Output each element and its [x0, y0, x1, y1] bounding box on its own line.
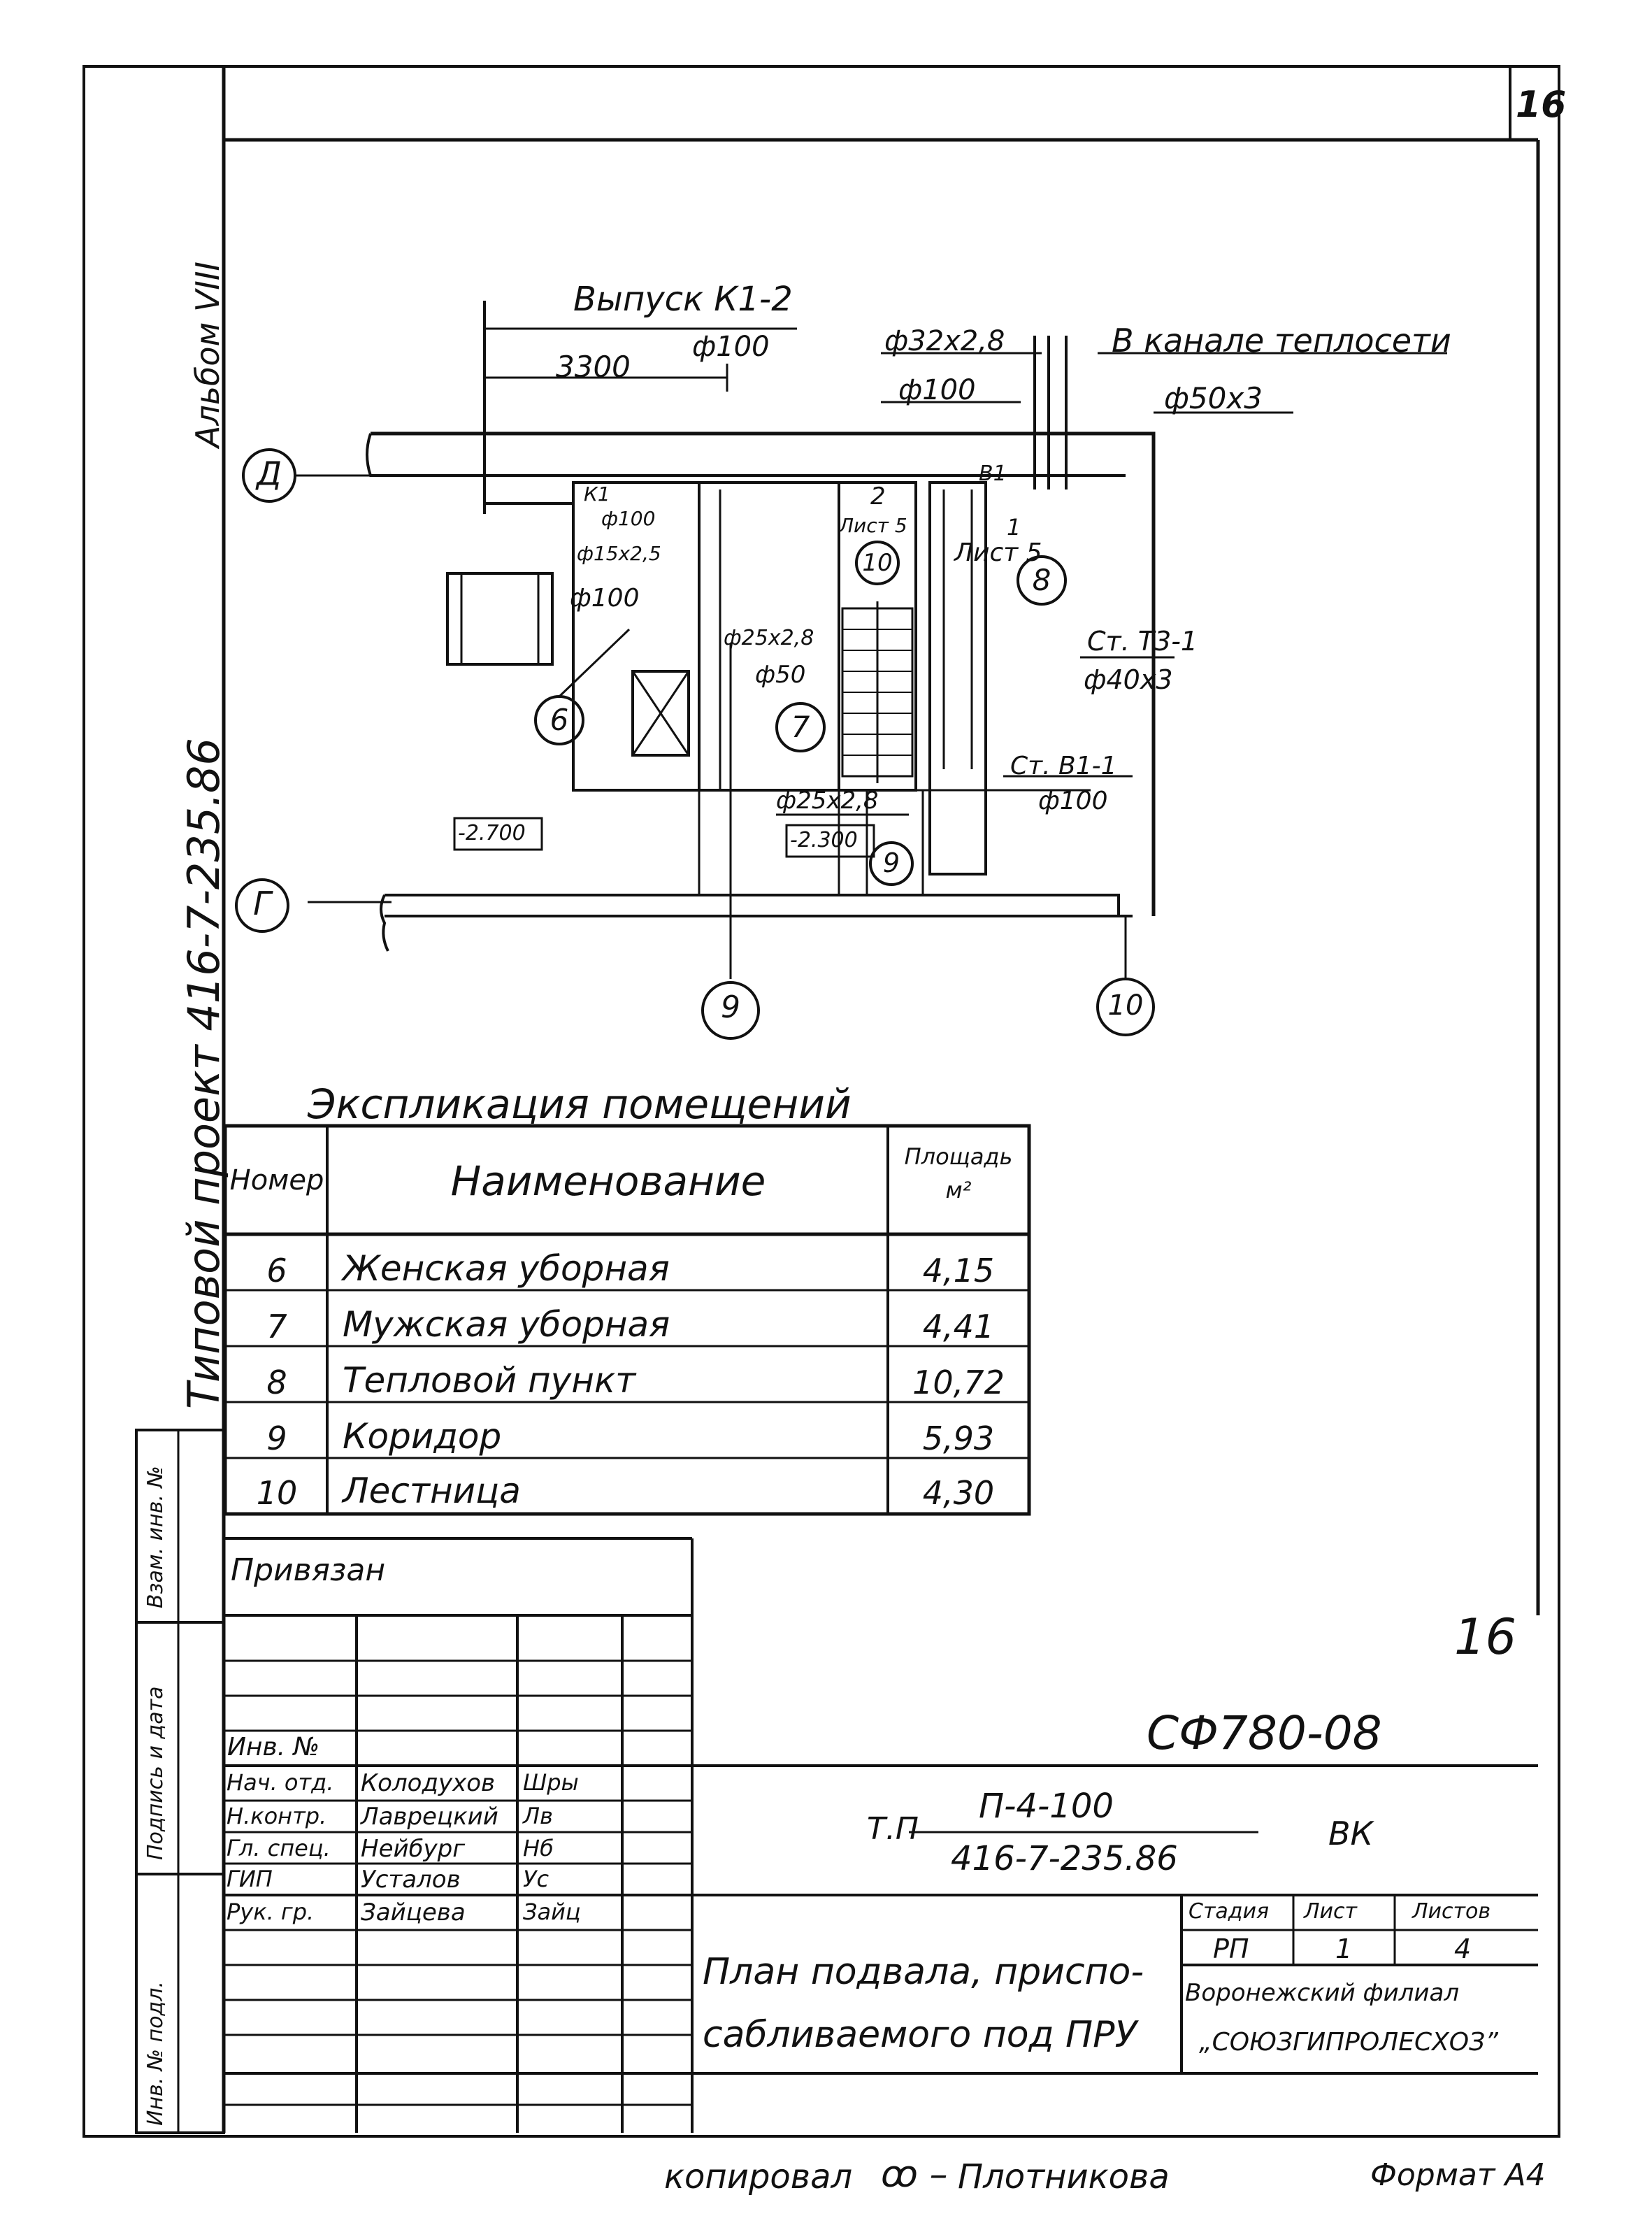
row-number: 8: [266, 1364, 287, 1401]
bound-label: Привязан: [231, 1552, 386, 1588]
role-label: Рук. гр.: [227, 1899, 315, 1925]
header-area: Площадь м²: [904, 1143, 1013, 1203]
pipe-100-top-label: ф100: [898, 374, 976, 406]
sheet-value: 1: [1335, 1934, 1353, 1964]
pipe-40-label: ф40х3: [1084, 664, 1173, 695]
axis-9-label: 9: [721, 989, 740, 1025]
outlet-label: Выпуск К1-2: [573, 280, 793, 319]
role-label: Гл. спец.: [227, 1835, 331, 1861]
pipe-32-label: ф32х2,8: [884, 325, 1005, 357]
stage-value: РП: [1213, 1934, 1249, 1964]
pipe-15-label: ф15х2,5: [577, 542, 661, 565]
row-number: 10: [256, 1474, 298, 1512]
pipe-25-b-label: ф25х2,8: [776, 787, 879, 815]
copied-by-label: копировал: [664, 2157, 853, 2196]
signature: Шры: [523, 1769, 579, 1796]
row-number: 7: [266, 1308, 287, 1345]
sheets-value: 4: [1454, 1934, 1472, 1964]
riser-b1-1-label: Ст. В1-1: [1010, 752, 1117, 780]
person-name: Усталов: [361, 1866, 461, 1894]
dimension-3300: 3300: [556, 350, 631, 384]
axis-g-label: Г: [253, 885, 271, 922]
stamp-replaced-inv: Взам. инв. №: [143, 1466, 168, 1608]
mark-2-label: 2: [870, 483, 886, 510]
header-number: Номер: [229, 1164, 324, 1196]
pipe-100-c-label: ф100: [1038, 787, 1108, 815]
room-8-bubble: 8: [1032, 563, 1051, 597]
stamp-original-inv: Инв. № подл.: [143, 1981, 168, 2126]
sheet-title-line-2: сабливаемого под ПРУ: [703, 2014, 1137, 2056]
person-name: Колодухов: [361, 1769, 496, 1797]
row-name: Женская уборная: [343, 1248, 670, 1289]
pipe-100-a-label: ф100: [601, 507, 656, 530]
signature: Зайц: [523, 1899, 581, 1925]
pipe-100-b-label: ф100: [570, 584, 640, 613]
signature: Нб: [523, 1835, 554, 1861]
pipe-50-b-label: ф50: [755, 661, 806, 689]
drawing-code: СФ780-08: [1147, 1706, 1382, 1760]
stage-header: Стадия: [1188, 1899, 1270, 1924]
sheet-title-line-1: План подвала, приспо-: [703, 1951, 1144, 1993]
role-label: Н.контр.: [227, 1803, 327, 1829]
level-mark-1: -2.700: [458, 821, 526, 845]
sheet-5-ref-a: Лист 5: [839, 514, 907, 537]
sheets-header: Листов: [1412, 1899, 1491, 1924]
row-area: 4,30: [922, 1474, 995, 1512]
sheet-5-ref-b: Лист 5: [954, 538, 1042, 567]
room-10-bubble: 10: [862, 549, 893, 577]
stamp-sign-date: Подпись и дата: [143, 1686, 168, 1861]
room-6-bubble: 6: [550, 703, 569, 737]
row-name: Лестница: [343, 1471, 521, 1511]
mark-1-label: 1: [1007, 514, 1021, 541]
signature: Ус: [523, 1866, 550, 1892]
row-area: 4,41: [922, 1308, 995, 1345]
heat-channel-label: В канале теплосети: [1112, 322, 1451, 359]
explication-title: Экспликация помещений: [308, 1080, 852, 1128]
row-number: 6: [266, 1252, 287, 1289]
pipe-50-label: ф50х3: [1164, 381, 1263, 415]
axis-d-label: Д: [257, 455, 282, 492]
header-name: Наименование: [450, 1157, 766, 1205]
room-7-bubble: 7: [791, 710, 810, 744]
person-name: Нейбург: [361, 1835, 466, 1863]
album-label: Альбом VIII: [189, 262, 227, 448]
row-name: Коридор: [343, 1416, 502, 1457]
pipe-25-a-label: ф25х2,8: [724, 626, 814, 650]
sheet-header: Лист: [1304, 1899, 1358, 1924]
outlet-diameter: ф100: [692, 331, 770, 363]
role-label: Нач. отд.: [227, 1769, 334, 1796]
room-9-bubble: 9: [882, 848, 900, 878]
riser-t3-label: Ст. Т3-1: [1087, 626, 1198, 657]
signature: Лв: [523, 1803, 553, 1829]
person-name: Зайцева: [361, 1899, 466, 1927]
pipe-k1-label: К1: [584, 483, 610, 506]
organization-line-2: „СОЮЗГИПРОЛЕСХОЗ”: [1199, 2028, 1498, 2057]
inventory-label: Инв. №: [227, 1733, 320, 1761]
tp-denominator: 416-7-235.86: [951, 1839, 1178, 1878]
tp-prefix: Т.П: [867, 1811, 919, 1847]
row-name: Тепловой пункт: [343, 1360, 636, 1401]
organization-line-1: Воронежский филиал: [1185, 1979, 1460, 2007]
role-label: ГИП: [227, 1866, 273, 1892]
project-vertical-title: Типовой проект 416-7-235.86: [178, 738, 229, 1409]
tp-suffix: ВК: [1328, 1815, 1374, 1852]
row-name: Мужская уборная: [343, 1304, 670, 1345]
level-mark-2: -2.300: [790, 828, 858, 852]
axis-10-label: 10: [1107, 989, 1144, 1022]
person-name: Лаврецкий: [361, 1803, 498, 1831]
row-number: 9: [266, 1420, 287, 1457]
row-area: 5,93: [922, 1420, 995, 1457]
tp-numerator: П-4-100: [979, 1787, 1114, 1826]
copier-initial-mark: ꝏ –: [881, 2154, 948, 2196]
page-number: 16: [1516, 84, 1567, 126]
riser-b1-label: В1: [979, 462, 1007, 486]
format-label: Формат А4: [1370, 2157, 1546, 2193]
handwritten-number: 16: [1454, 1608, 1517, 1666]
row-area: 4,15: [922, 1252, 995, 1289]
copier-name: Плотникова: [958, 2157, 1170, 2196]
row-area: 10,72: [912, 1364, 1005, 1401]
